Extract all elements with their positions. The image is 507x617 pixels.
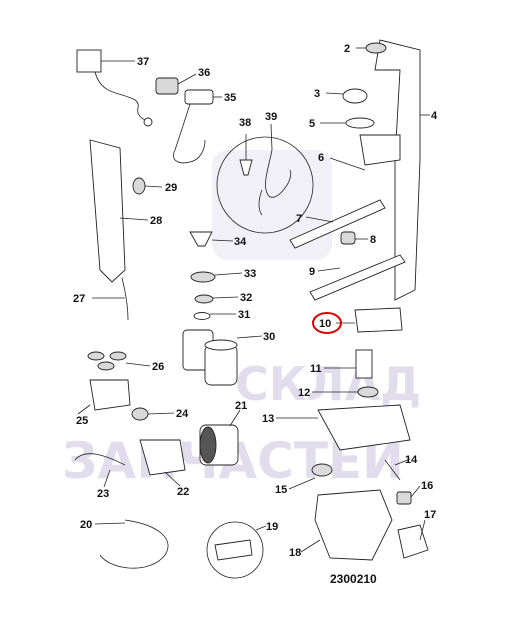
part-5-drawing[interactable] (345, 117, 375, 129)
part-6-drawing[interactable] (359, 134, 401, 166)
part-16-drawing[interactable] (396, 491, 412, 505)
part-36-drawing[interactable] (155, 77, 179, 95)
callout-4[interactable]: 4 (431, 110, 438, 122)
part-27-drawing[interactable] (121, 277, 129, 321)
callout-38[interactable]: 38 (239, 117, 251, 129)
part-12-drawing[interactable] (357, 386, 379, 398)
part-37-drawing[interactable] (76, 49, 153, 127)
part-19-drawing[interactable] (206, 521, 264, 579)
callout-28[interactable]: 28 (150, 215, 162, 227)
part-21-drawing[interactable] (199, 424, 239, 466)
callout-35[interactable]: 35 (224, 92, 236, 104)
callout-3[interactable]: 3 (314, 88, 320, 100)
callout-5[interactable]: 5 (309, 118, 315, 130)
part-20-drawing[interactable] (99, 519, 169, 569)
callout-25[interactable]: 25 (76, 415, 88, 427)
part-18-drawing[interactable] (314, 489, 393, 561)
part-22-drawing[interactable] (139, 439, 186, 476)
part-24-drawing[interactable] (131, 407, 149, 421)
callout-2[interactable]: 2 (344, 43, 350, 55)
callout-24[interactable]: 24 (176, 408, 189, 420)
callout-21[interactable]: 21 (235, 400, 247, 412)
watermark-logo (212, 150, 332, 260)
callout-26[interactable]: 26 (152, 361, 164, 373)
callout-11[interactable]: 11 (310, 363, 322, 375)
part-25-drawing[interactable] (89, 379, 131, 411)
callout-31[interactable]: 31 (238, 309, 250, 321)
part-34-drawing[interactable] (189, 231, 213, 247)
callout-33[interactable]: 33 (244, 268, 256, 280)
part-26-drawing[interactable] (87, 351, 127, 371)
part-33-drawing[interactable] (190, 271, 216, 283)
callout-27[interactable]: 27 (73, 293, 85, 305)
part-9-drawing[interactable] (309, 254, 406, 301)
watermark-line1: СКЛАД (235, 357, 421, 411)
callout-19[interactable]: 19 (266, 521, 278, 533)
callout-37[interactable]: 37 (137, 56, 149, 68)
callout-32[interactable]: 32 (240, 292, 252, 304)
part-13-drawing[interactable] (317, 404, 411, 451)
callout-14[interactable]: 14 (405, 454, 418, 466)
callout-10-highlight[interactable]: 10 (312, 312, 342, 334)
callout-labels: 37 36 35 38 39 29 28 34 33 32 31 30 27 2… (73, 43, 438, 586)
callout-13[interactable]: 13 (262, 413, 274, 425)
callout-17[interactable]: 17 (424, 509, 436, 521)
part-3-drawing[interactable] (342, 88, 368, 104)
part-23-drawing[interactable] (74, 453, 126, 466)
part-30-drawing[interactable] (182, 329, 238, 386)
part-29-drawing[interactable] (132, 177, 146, 195)
callout-15[interactable]: 15 (275, 484, 287, 496)
part-38-39-drawing[interactable] (216, 136, 314, 234)
callout-20[interactable]: 20 (80, 519, 92, 531)
callout-29[interactable]: 29 (165, 182, 177, 194)
part-32-drawing[interactable] (194, 294, 214, 304)
callout-12[interactable]: 12 (298, 387, 310, 399)
callout-18[interactable]: 18 (289, 547, 301, 559)
part-17-drawing[interactable] (397, 524, 429, 559)
part-8-drawing[interactable] (340, 231, 356, 245)
callout-30[interactable]: 30 (263, 331, 275, 343)
drawing-code: 2300210 (330, 572, 377, 586)
callout-7[interactable]: 7 (296, 213, 302, 225)
callout-36[interactable]: 36 (198, 67, 210, 79)
part-4-drawing[interactable] (374, 39, 421, 301)
part-2-drawing[interactable] (365, 42, 387, 54)
part-28-drawing[interactable] (89, 139, 126, 283)
callout-9[interactable]: 9 (309, 266, 315, 278)
callout-23[interactable]: 23 (97, 488, 109, 500)
callout-39[interactable]: 39 (265, 111, 277, 123)
part-15-drawing[interactable] (311, 463, 333, 477)
callout-10[interactable]: 10 (319, 318, 331, 330)
part-10-drawing[interactable] (354, 307, 403, 333)
leader-lines (77, 47, 430, 553)
highlight-circle (312, 312, 342, 334)
part-7-drawing[interactable] (289, 199, 386, 249)
part-11-drawing[interactable] (355, 349, 373, 379)
part-31-drawing[interactable] (193, 312, 211, 320)
callout-8[interactable]: 8 (370, 234, 376, 246)
callout-22[interactable]: 22 (177, 486, 189, 498)
callout-34[interactable]: 34 (234, 236, 247, 248)
part-35-drawing[interactable] (173, 89, 214, 164)
callout-16[interactable]: 16 (421, 480, 433, 492)
part-14-drawing[interactable] (384, 459, 401, 481)
callout-6[interactable]: 6 (318, 152, 324, 164)
